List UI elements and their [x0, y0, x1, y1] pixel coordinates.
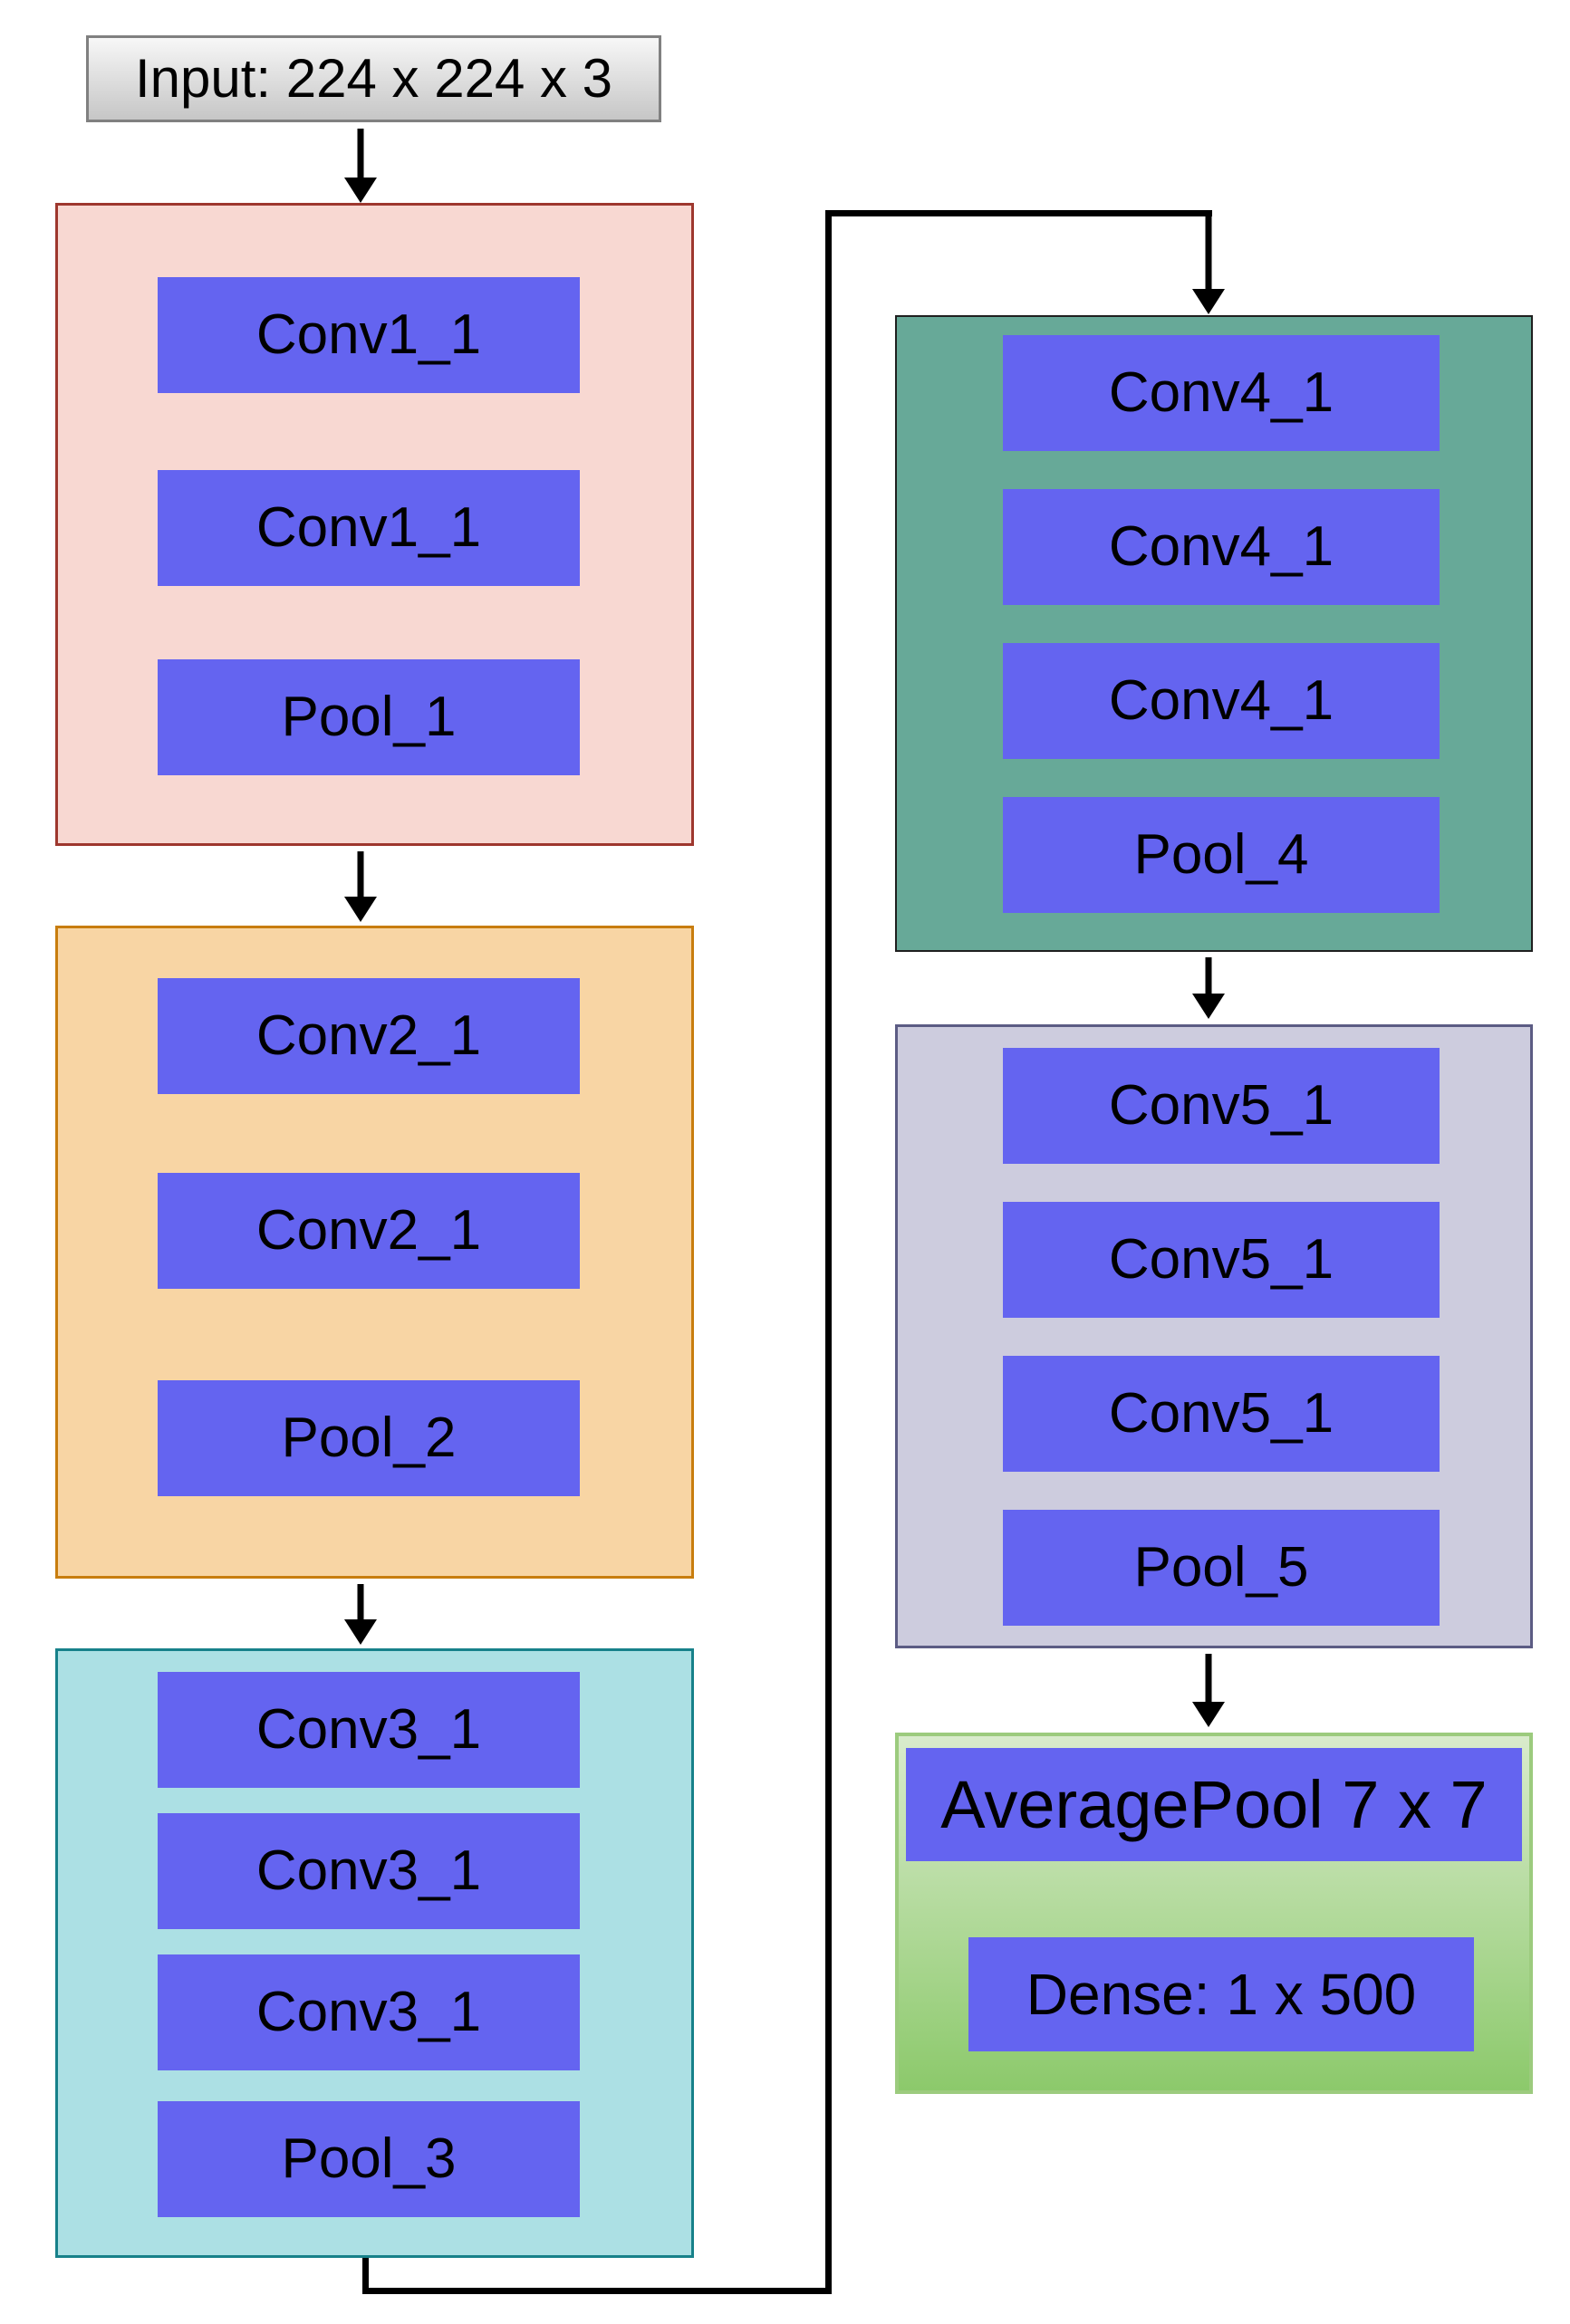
arrow-input-to-stage1 [344, 129, 377, 203]
layer-box: Conv1_1 [158, 277, 580, 393]
arrow-head-icon [344, 178, 377, 203]
arrow-head-icon [1192, 289, 1225, 314]
arrow-shaft [1205, 1654, 1212, 1705]
layer-box: Conv3_1 [158, 1813, 580, 1929]
arrow-head-icon [344, 897, 377, 922]
input-node: Input: 224 x 224 x 3 [86, 35, 661, 122]
arrow-head-icon [1192, 1702, 1225, 1727]
stage4-block: Conv4_1 Conv4_1 Conv4_1 Pool_4 [895, 315, 1533, 952]
arrow-shaft [357, 129, 364, 181]
layer-box: Pool_2 [158, 1380, 580, 1496]
layer-box: Conv4_1 [1003, 643, 1440, 759]
layer-box: Pool_5 [1003, 1510, 1440, 1626]
arrow-shaft [357, 1584, 364, 1623]
arrow-stage4-to-stage5 [1192, 957, 1225, 1019]
layer-box: Conv2_1 [158, 978, 580, 1094]
layer-box: Pool_4 [1003, 797, 1440, 913]
head-block: AveragePool 7 x 7 Dense: 1 x 500 [895, 1733, 1533, 2094]
connector-stage3-exit-line [362, 2258, 369, 2294]
arrow-shaft [357, 851, 364, 900]
layer-box: Conv4_1 [1003, 335, 1440, 451]
layer-box: Conv5_1 [1003, 1356, 1440, 1472]
layer-box: Conv4_1 [1003, 489, 1440, 605]
layer-box: Conv5_1 [1003, 1202, 1440, 1318]
stage3-block: Conv3_1 Conv3_1 Conv3_1 Pool_3 [55, 1648, 694, 2258]
stage1-block: Conv1_1 Conv1_1 Pool_1 [55, 203, 694, 846]
layer-box: Pool_1 [158, 659, 580, 775]
stage5-block: Conv5_1 Conv5_1 Conv5_1 Pool_5 [895, 1024, 1533, 1648]
connector-top-line [825, 210, 1212, 216]
layer-box: Dense: 1 x 500 [968, 1937, 1474, 2051]
arrow-shaft [1205, 216, 1212, 293]
arrow-stage1-to-stage2 [344, 851, 377, 922]
stage2-block: Conv2_1 Conv2_1 Pool_2 [55, 926, 694, 1579]
layer-box: Conv1_1 [158, 470, 580, 586]
connector-vertical-line [825, 210, 832, 2294]
layer-box: Conv5_1 [1003, 1048, 1440, 1164]
layer-box: Conv3_1 [158, 1672, 580, 1788]
arrow-stage5-to-head [1192, 1654, 1225, 1727]
connector-bottom-line [362, 2288, 832, 2294]
layer-box: AveragePool 7 x 7 [906, 1748, 1522, 1861]
layer-box: Pool_3 [158, 2101, 580, 2217]
arrow-connector-to-stage4 [1192, 216, 1225, 314]
layer-box: Conv3_1 [158, 1954, 580, 2070]
arrow-stage2-to-stage3 [344, 1584, 377, 1645]
arrow-head-icon [344, 1619, 377, 1645]
arrow-shaft [1205, 957, 1212, 997]
arrow-head-icon [1192, 994, 1225, 1019]
layer-box: Conv2_1 [158, 1173, 580, 1289]
input-label: Input: 224 x 224 x 3 [134, 48, 613, 109]
